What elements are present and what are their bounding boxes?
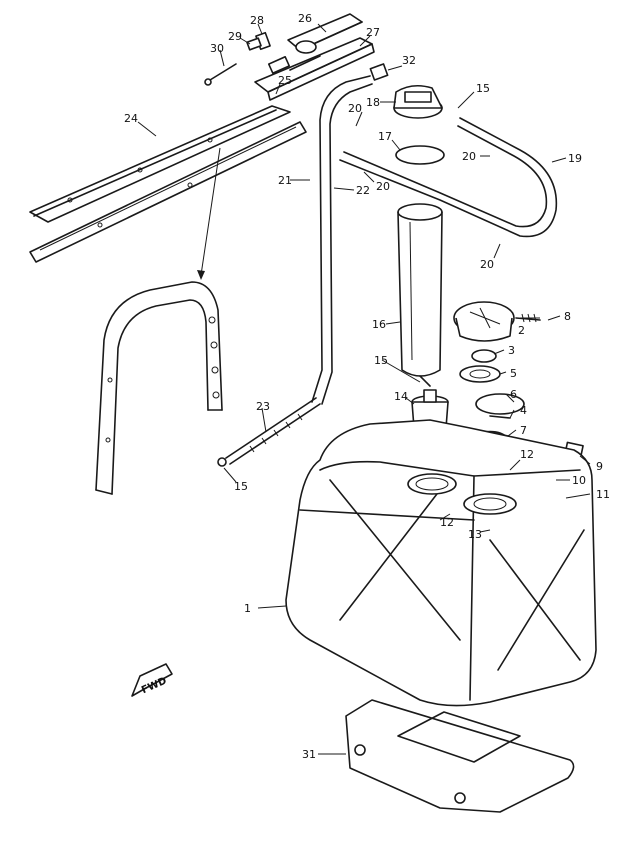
callout-17: 17 — [378, 130, 392, 143]
callout-6: 6 — [510, 388, 517, 401]
fwd-arrow: FWD — [131, 663, 173, 697]
callout-24: 24 — [124, 112, 138, 125]
callout-19: 19 — [568, 152, 582, 165]
callout-22: 22 — [356, 184, 370, 197]
callout-9: 9 — [596, 460, 603, 473]
callout-28: 28 — [250, 14, 264, 27]
callout-26: 26 — [298, 12, 312, 25]
callout-10: 10 — [572, 474, 586, 487]
callout-12b: 12 — [440, 516, 454, 529]
part-25-27-plate — [254, 37, 375, 101]
callout-13: 13 — [468, 528, 482, 541]
callout-29: 29 — [228, 30, 242, 43]
callout-15a: 15 — [476, 82, 490, 95]
callout-30: 30 — [210, 42, 224, 55]
part-17-o-ring — [395, 145, 445, 165]
part-31-base-plate — [345, 699, 575, 813]
part-23-rod — [217, 397, 321, 467]
callout-2: 2 — [518, 324, 525, 337]
callout-8: 8 — [564, 310, 571, 323]
callout-21: 21 — [278, 174, 292, 187]
callout-15b: 15 — [374, 354, 388, 367]
part-16-filter-tube — [397, 203, 443, 387]
callout-20d: 20 — [480, 258, 494, 271]
callout-20c: 20 — [376, 180, 390, 193]
part-19-return-line — [339, 117, 558, 238]
callout-25: 25 — [278, 74, 292, 87]
callout-5: 5 — [510, 367, 517, 380]
callout-31: 31 — [302, 748, 316, 761]
part-22-fuel-line — [311, 75, 373, 405]
callout-3: 3 — [508, 344, 515, 357]
fasteners-28-29-30 — [204, 31, 271, 86]
part-26-bracket — [287, 13, 363, 54]
leader-lines — [137, 23, 591, 755]
part-24-strap — [29, 105, 307, 263]
fwd-label: FWD — [140, 676, 168, 697]
callout-11: 11 — [596, 488, 610, 501]
callout-14: 14 — [394, 390, 408, 403]
part-18-cap — [369, 63, 443, 119]
callout-7: 7 — [520, 424, 527, 437]
callout-20b: 20 — [462, 150, 476, 163]
curved-band — [95, 281, 223, 495]
callout-23: 23 — [256, 400, 270, 413]
callout-labels: 1 2 3 4 5 6 7 8 9 10 11 12 12 13 14 15 1… — [124, 12, 610, 761]
callout-32: 32 — [402, 54, 416, 67]
callout-18: 18 — [366, 96, 380, 109]
callout-12a: 12 — [520, 448, 534, 461]
part-1-fuel-tank — [285, 419, 597, 707]
callout-16: 16 — [372, 318, 386, 331]
callout-27: 27 — [366, 26, 380, 39]
callout-4: 4 — [520, 404, 527, 417]
gauge-stack — [453, 301, 541, 415]
callout-1: 1 — [244, 602, 251, 615]
callout-15c: 15 — [234, 480, 248, 493]
callout-20a: 20 — [348, 102, 362, 115]
